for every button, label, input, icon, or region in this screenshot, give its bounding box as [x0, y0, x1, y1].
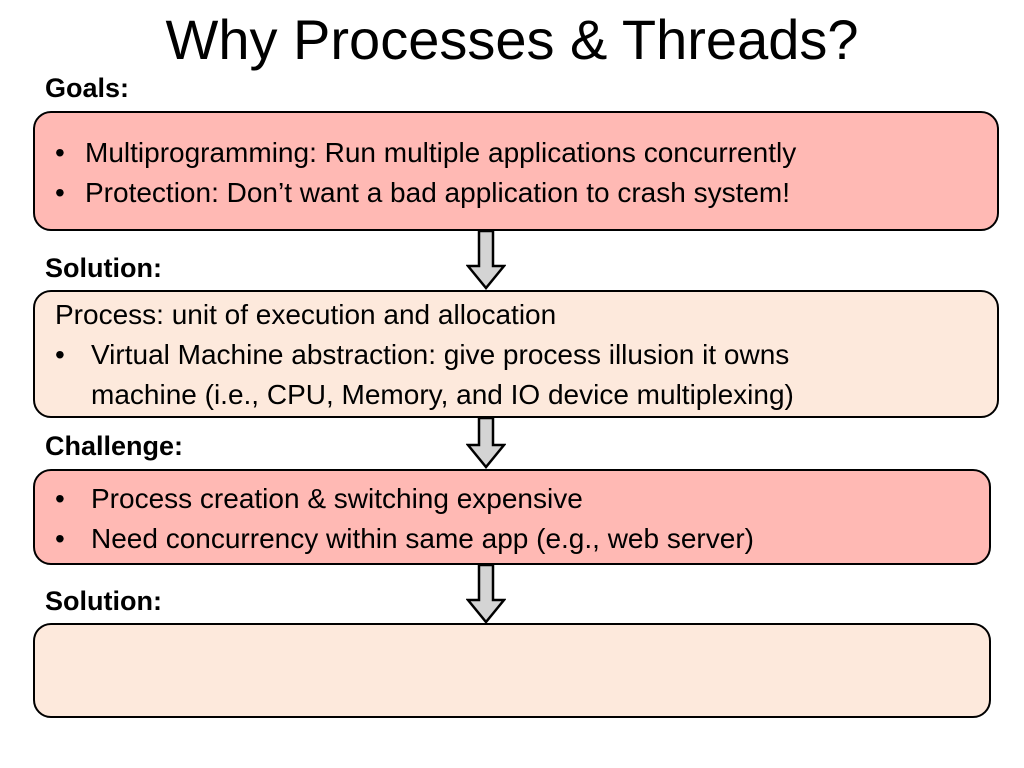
solution-label: Solution: — [45, 586, 162, 616]
goal-item-text: Multiprogramming: Run multiple applicati… — [85, 137, 797, 168]
down-arrow-icon — [466, 230, 506, 290]
goals-label: Goals: — [45, 73, 130, 103]
bullet: • — [55, 177, 65, 208]
solution-heading: Process: unit of execution and allocatio… — [55, 299, 557, 330]
list-item: • Virtual Machine abstraction: give proc… — [55, 335, 997, 375]
challenge-label: Challenge: — [45, 431, 184, 461]
list-item: machine (i.e., CPU, Memory, and IO devic… — [55, 375, 997, 415]
list-item: • Multiprogramming: Run multiple applica… — [55, 133, 997, 173]
bullet: • — [55, 137, 65, 168]
down-arrow-icon — [466, 564, 506, 624]
slide-title: Why Processes & Threads? — [165, 8, 859, 71]
solution-box: Process: unit of execution and allocatio… — [33, 290, 999, 418]
challenge-item-text: Need concurrency within same app (e.g., … — [91, 523, 754, 554]
bullet: • — [55, 483, 65, 514]
solution-answer-box — [33, 623, 991, 718]
challenge-item-text: Process creation & switching expensive — [91, 483, 583, 514]
challenge-box: • Process creation & switching expensive… — [33, 469, 991, 565]
goals-box: • Multiprogramming: Run multiple applica… — [33, 111, 999, 231]
list-item: • Process creation & switching expensive — [55, 479, 989, 519]
goal-item-text: Protection: Don’t want a bad application… — [85, 177, 791, 208]
solution-list: • Virtual Machine abstraction: give proc… — [55, 335, 997, 415]
challenge-list: • Process creation & switching expensive… — [55, 479, 989, 559]
down-arrow-icon — [466, 417, 506, 469]
solution-label: Solution: — [45, 253, 162, 283]
solution-item-text: Virtual Machine abstraction: give proces… — [91, 339, 790, 370]
solution-item-text: machine (i.e., CPU, Memory, and IO devic… — [91, 379, 794, 410]
bullet: • — [55, 523, 65, 554]
bullet: • — [55, 339, 65, 370]
list-item: • Need concurrency within same app (e.g.… — [55, 519, 989, 559]
list-item: • Protection: Don’t want a bad applicati… — [55, 173, 997, 213]
goals-list: • Multiprogramming: Run multiple applica… — [55, 133, 997, 213]
